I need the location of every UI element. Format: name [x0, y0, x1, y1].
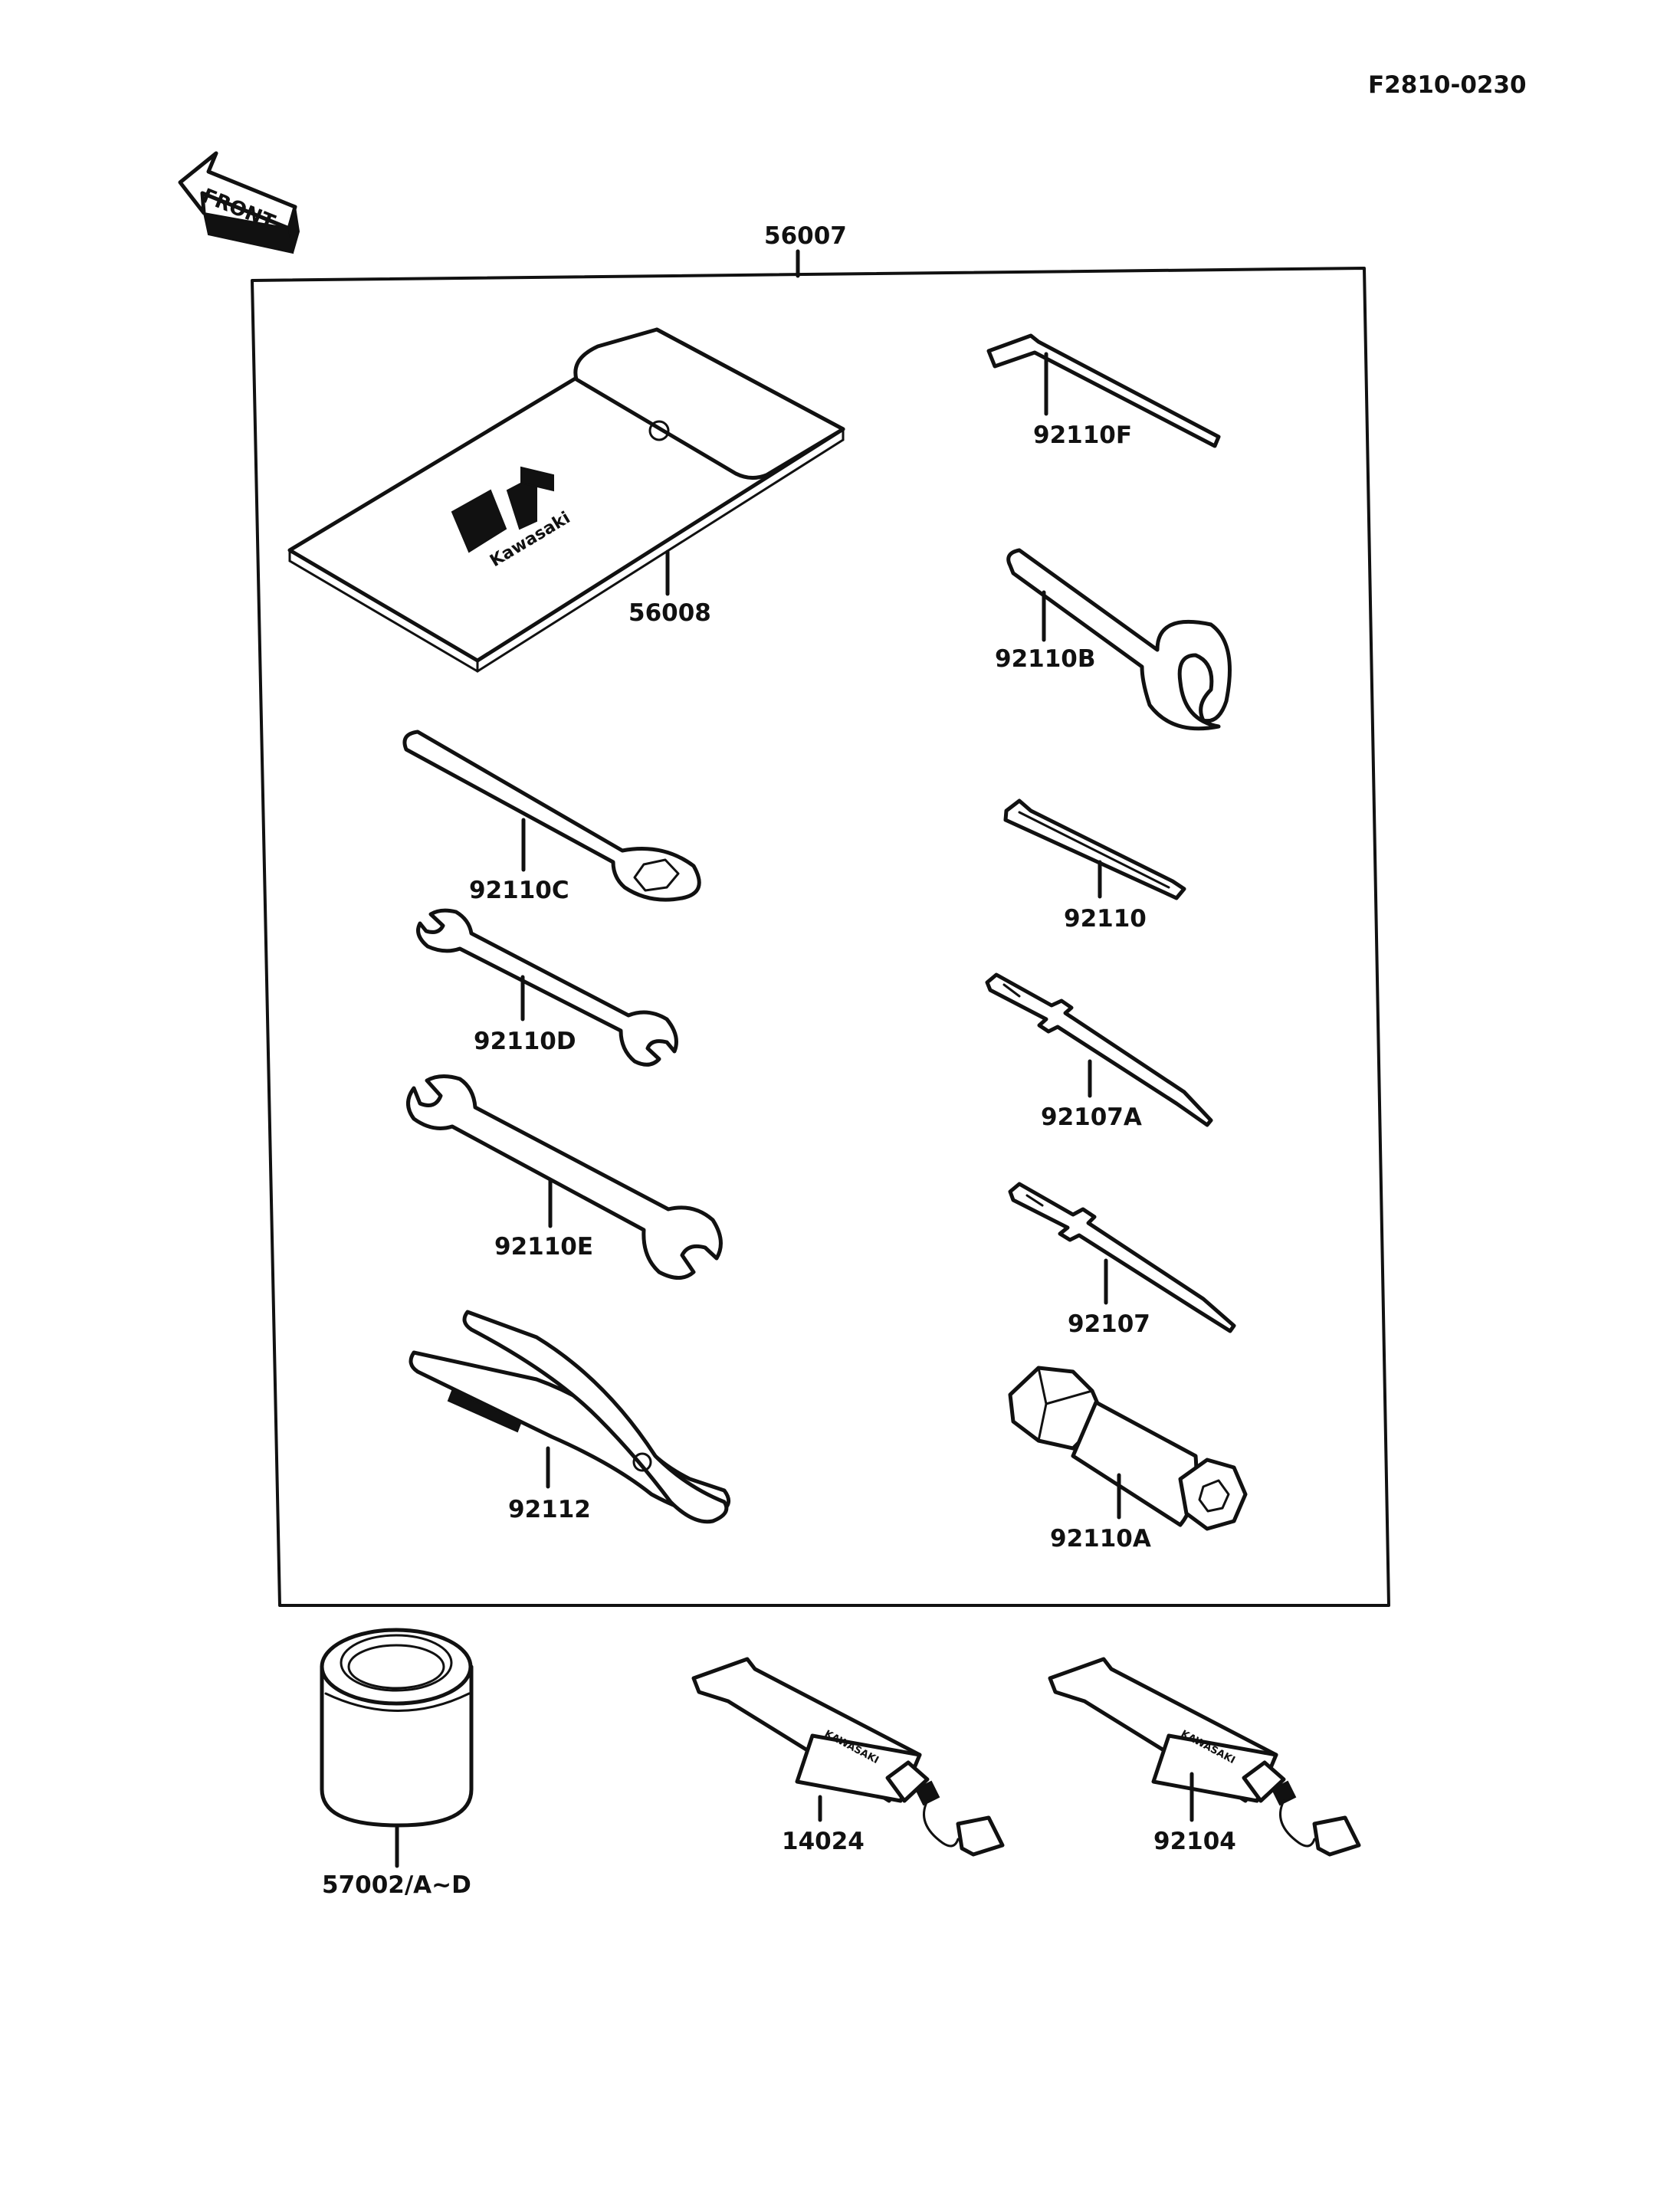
part-label-92112: 92112 [508, 1496, 591, 1523]
part-label-92110A: 92110A [1050, 1525, 1151, 1553]
part-label-92110C: 92110C [469, 877, 569, 904]
pliers-icon [409, 1310, 731, 1524]
screwdriver-icon-2 [1008, 1182, 1236, 1333]
grease-tube-icon: KAWASAKI [691, 1657, 1005, 1857]
flat-wrench-icon [1003, 798, 1186, 900]
part-label-92107A: 92107A [1041, 1103, 1142, 1131]
box-wrench-icon [402, 730, 701, 902]
oil-can-icon [320, 1628, 474, 1828]
part-label-92110F: 92110F [1033, 421, 1132, 449]
part-label-92107: 92107 [1068, 1310, 1150, 1338]
front-arrow-icon: FRONT [178, 151, 300, 254]
part-label-57002: 57002/A~D [322, 1871, 471, 1899]
part-label-92110B: 92110B [995, 645, 1095, 673]
part-label-92110E: 92110E [494, 1233, 593, 1261]
open-end-wrench-icon-large [406, 1074, 723, 1280]
tool-bag-icon: Kawasaki [287, 327, 845, 673]
part-label-92110D: 92110D [474, 1028, 576, 1055]
figure-code: F2810-0230 [1368, 71, 1527, 99]
grease-tube-icon-2: KAWASAKI [1048, 1657, 1361, 1857]
assembly-part-label: 56007 [764, 222, 847, 250]
allen-key-icon [986, 333, 1221, 448]
part-label-56008: 56008 [628, 599, 711, 627]
toolkit-assembly-box: 56007 [251, 222, 1390, 1607]
screwdriver-icon [985, 972, 1213, 1127]
spark-plug-socket-icon [1008, 1366, 1248, 1531]
part-label-92104: 92104 [1153, 1828, 1236, 1855]
part-label-92110: 92110 [1064, 905, 1147, 933]
part-label-14024: 14024 [782, 1828, 865, 1855]
open-end-wrench-icon [416, 908, 678, 1067]
hook-wrench-icon [1006, 548, 1232, 731]
